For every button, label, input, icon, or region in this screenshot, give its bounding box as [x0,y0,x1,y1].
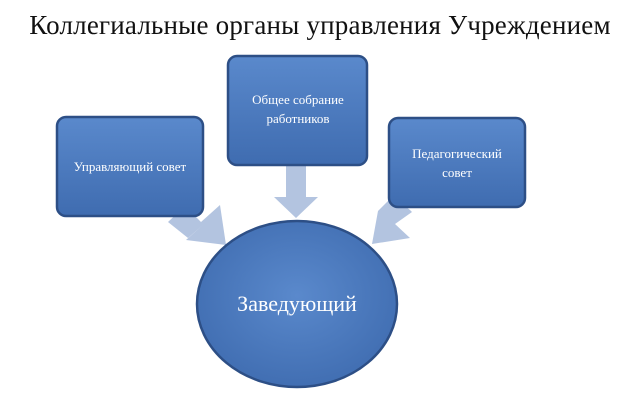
arrow-middle [274,166,318,218]
diagram-title: Коллегиальные органы управления Учрежден… [29,10,611,40]
box-managing-council [55,115,205,218]
center-circle [195,219,399,389]
box-pedagogical-council [387,116,527,209]
box-general-meeting [226,54,369,167]
